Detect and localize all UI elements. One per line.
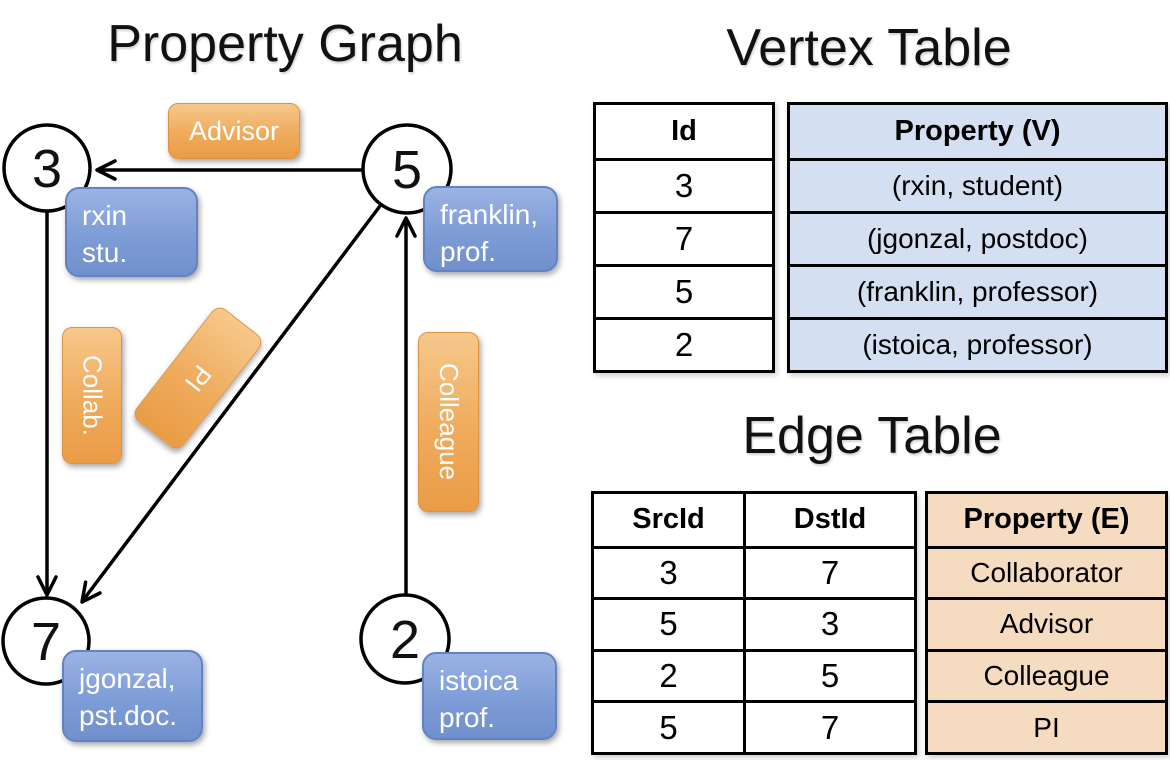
vertex-table-id-header: Id — [596, 105, 772, 158]
edge-table-src-cell: 2 — [594, 648, 743, 701]
edge-label-collab: Collab. — [62, 327, 122, 464]
vertex-table-id-cell: 3 — [596, 158, 772, 211]
vertex-table-property-cell: (rxin, student) — [790, 158, 1165, 211]
vertex-table-id-cell: 5 — [596, 264, 772, 317]
edge-5-3-arrow — [95, 159, 365, 181]
vertex-prop-box-3: rxin stu. — [65, 187, 198, 277]
edge-table-dst-cell: 7 — [743, 545, 914, 598]
vertex-table-id-cell: 7 — [596, 211, 772, 264]
vertex-node-5-id: 5 — [392, 140, 422, 200]
edge-table-dst-cell: 7 — [743, 700, 914, 752]
edge-label-colleague: Colleague — [418, 332, 479, 512]
vertex-prop-box-2-line1: istoica — [439, 665, 519, 696]
vertex-table-property-cell: (istoica, professor) — [790, 317, 1165, 370]
edge-3-7-arrow — [36, 209, 58, 597]
vertex-table-property-header: Property (V) — [790, 105, 1165, 158]
edge-label-pi-text: PI — [179, 359, 218, 398]
edge-5-7-arrow — [80, 204, 382, 604]
edge-table-property-column: Property (E) Collaborator Advisor Collea… — [925, 491, 1168, 755]
vertex-prop-box-3-line1: rxin — [82, 200, 128, 231]
vertex-prop-box-5: franklin, prof. — [423, 186, 558, 272]
edge-table-property-cell: Colleague — [928, 648, 1165, 701]
vertex-prop-box-3-line2: stu. — [82, 236, 128, 268]
edge-table-property-header: Property (E) — [928, 494, 1165, 546]
vertex-prop-box-2-line2: prof. — [439, 701, 496, 733]
property-graph-title: Property Graph — [107, 15, 463, 73]
edge-table-src-header: SrcId — [594, 494, 743, 546]
edge-table-dst-header: DstId — [743, 494, 914, 546]
edge-label-collab-text: Collab. — [77, 355, 108, 436]
vertex-node-7-id: 7 — [31, 612, 61, 672]
edge-table-title: Edge Table — [742, 407, 1002, 465]
edge-table-src-cell: 3 — [594, 545, 743, 598]
vertex-prop-box-5-line2: prof. — [440, 235, 497, 267]
edge-2-5-arrow — [395, 216, 417, 596]
edge-label-advisor-text: Advisor — [188, 115, 280, 146]
vertex-table-title: Vertex Table — [726, 19, 1012, 77]
edge-table-src-cell: 5 — [594, 700, 743, 752]
edge-table-property-cell: PI — [928, 700, 1165, 752]
vertex-prop-box-7-line1: jgonzal, — [79, 663, 176, 694]
edge-table-property-cell: Collaborator — [928, 545, 1165, 598]
vertex-prop-box-7-line2: pst.doc. — [79, 699, 178, 731]
vertex-prop-box-5-line1: franklin, — [440, 199, 539, 230]
vertex-prop-box-2: istoica prof. — [422, 652, 557, 740]
edge-table-src-cell: 5 — [594, 597, 743, 649]
edge-table-dst-cell: 5 — [743, 648, 914, 701]
vertex-table-id-column: Id 3 7 5 2 — [593, 102, 775, 373]
edge-table-property-cell: Advisor — [928, 597, 1165, 649]
vertex-table-property-cell: (franklin, professor) — [790, 264, 1165, 317]
vertex-node-3: 3 — [2, 123, 92, 213]
edge-table-dst-cell: 3 — [743, 597, 914, 649]
vertex-table-id-cell: 2 — [596, 317, 772, 370]
edge-label-colleague-text: Colleague — [434, 363, 464, 481]
edge-label-advisor: Advisor — [168, 103, 300, 159]
vertex-table-property-cell: (jgonzal, postdoc) — [790, 211, 1165, 264]
vertex-prop-box-7: jgonzal, pst.doc. — [62, 650, 203, 742]
vertex-node-2-id: 2 — [390, 610, 420, 670]
edge-table-id-columns: SrcId DstId 3 7 5 3 2 5 5 7 — [591, 491, 917, 755]
vertex-table-property-column: Property (V) (rxin, student) (jgonzal, p… — [787, 102, 1168, 373]
vertex-node-3-id: 3 — [32, 139, 62, 199]
